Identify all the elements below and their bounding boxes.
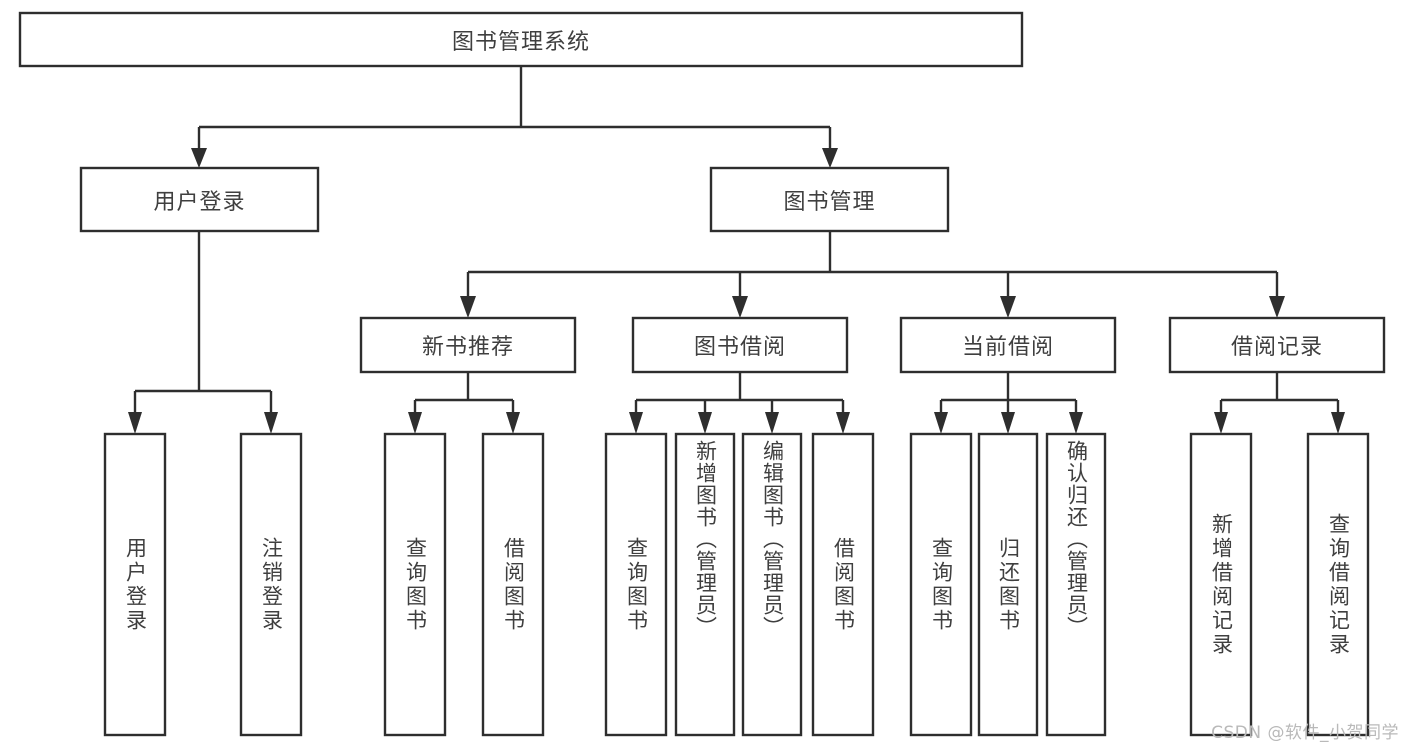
connector-group-root bbox=[191, 66, 838, 168]
node-box-root[interactable] bbox=[18, 11, 1024, 68]
arrowhead-leaf-borrow-book-1 bbox=[506, 412, 520, 434]
arrowhead-leaf-query-book-2 bbox=[629, 412, 643, 434]
node-box-new-book-recommend[interactable] bbox=[359, 316, 577, 374]
connector-group-current-borrow bbox=[934, 372, 1083, 434]
node-box-leaf-user-login[interactable] bbox=[103, 432, 167, 737]
node-box-leaf-borrow-book-1[interactable] bbox=[481, 432, 545, 737]
arrowhead-leaf-add-book bbox=[698, 412, 712, 434]
arrowhead-current-borrow bbox=[1000, 296, 1016, 318]
arrowhead-user-login bbox=[191, 148, 207, 168]
node-box-borrow-record[interactable] bbox=[1168, 316, 1386, 374]
connector-group-new-book-recommend bbox=[408, 372, 520, 434]
arrowhead-leaf-confirm-return bbox=[1069, 412, 1083, 434]
arrowhead-leaf-logout-login bbox=[264, 412, 278, 434]
connector-group-borrow-record bbox=[1214, 372, 1345, 434]
node-box-leaf-confirm-return[interactable] bbox=[1045, 432, 1107, 737]
node-box-leaf-query-record[interactable] bbox=[1306, 432, 1370, 737]
connector-group-book-borrow bbox=[629, 372, 850, 434]
arrowhead-borrow-record bbox=[1269, 296, 1285, 318]
node-box-leaf-query-book-2[interactable] bbox=[604, 432, 668, 737]
connector-group-user-login bbox=[128, 231, 278, 434]
node-box-leaf-logout-login[interactable] bbox=[239, 432, 303, 737]
node-box-leaf-add-record[interactable] bbox=[1189, 432, 1253, 737]
arrowhead-leaf-query-book-1 bbox=[408, 412, 422, 434]
arrowhead-leaf-query-book-3 bbox=[934, 412, 948, 434]
node-box-leaf-borrow-book-2[interactable] bbox=[811, 432, 875, 737]
arrowhead-leaf-return-book bbox=[1001, 412, 1015, 434]
node-box-book-borrow[interactable] bbox=[631, 316, 849, 374]
arrowhead-leaf-borrow-book-2 bbox=[836, 412, 850, 434]
node-box-leaf-edit-book[interactable] bbox=[741, 432, 803, 737]
node-box-current-borrow[interactable] bbox=[899, 316, 1117, 374]
arrowhead-book-borrow bbox=[732, 296, 748, 318]
arrowhead-leaf-edit-book bbox=[765, 412, 779, 434]
node-box-user-login[interactable] bbox=[79, 166, 320, 233]
arrowhead-leaf-user-login bbox=[128, 412, 142, 434]
arrowhead-leaf-add-record bbox=[1214, 412, 1228, 434]
node-box-book-manage[interactable] bbox=[709, 166, 950, 233]
node-box-leaf-return-book[interactable] bbox=[977, 432, 1039, 737]
node-box-leaf-add-book[interactable] bbox=[674, 432, 736, 737]
node-box-leaf-query-book-3[interactable] bbox=[909, 432, 973, 737]
node-box-leaf-query-book-1[interactable] bbox=[383, 432, 447, 737]
arrowhead-book-manage bbox=[822, 148, 838, 168]
arrowhead-new-book-recommend bbox=[460, 296, 476, 318]
arrowhead-leaf-query-record bbox=[1331, 412, 1345, 434]
connector-group-book-manage bbox=[460, 231, 1285, 318]
